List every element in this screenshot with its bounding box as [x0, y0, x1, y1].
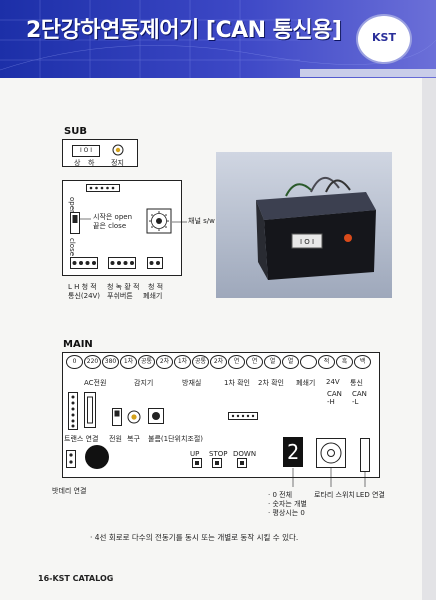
stop-button[interactable] — [212, 458, 222, 468]
main-terminal: 220 — [84, 355, 101, 369]
dip-switch-icon — [70, 212, 80, 234]
main-terminal: 2차 — [210, 355, 227, 369]
battery-buzzer-disc — [85, 445, 109, 469]
header-subline — [300, 69, 436, 77]
open-pointer-line — [80, 218, 91, 220]
open-note-1: 시작은 open — [93, 213, 133, 221]
main-terminal: 2차 — [156, 355, 173, 369]
buzzer-label: 불름(1단위치조절) — [148, 435, 203, 443]
svg-text:I O I: I O I — [300, 238, 314, 246]
main-terminal: 380 — [102, 355, 119, 369]
up-button[interactable] — [192, 458, 202, 468]
seg-pointer-line — [292, 468, 294, 487]
main-terminal: 연 — [228, 355, 245, 369]
sub-terminal-pushbutton — [108, 257, 136, 269]
can-h-label: CAN -H — [327, 390, 342, 406]
led-connector — [360, 438, 370, 472]
term-right-letters: 청 적 — [148, 283, 164, 291]
group-ac-power: AC전원 — [84, 379, 107, 387]
channel-pointer-line — [172, 221, 187, 223]
trans-connector — [68, 392, 78, 430]
sub-terminal-closer — [147, 257, 163, 269]
main-terminal: 1차 — [120, 355, 137, 369]
kst-logo-text: KST — [372, 31, 396, 44]
sub-terminal-comm — [70, 257, 98, 269]
main-terminal: 열 — [264, 355, 281, 369]
down-label: DOWN — [233, 450, 257, 458]
down-button[interactable] — [237, 458, 247, 468]
main-terminal: 연 — [246, 355, 263, 369]
led-label: LED 연결 — [356, 491, 385, 499]
page-header: 2단강하연동제어기 [CAN 통신용] KST — [0, 0, 436, 78]
main-terminal: 0 — [66, 355, 83, 369]
channel-rotary-switch-icon — [146, 208, 172, 234]
stop-button-label: STOP — [209, 450, 228, 458]
group-confirm-2: 2차 확인 — [258, 379, 284, 387]
main-pin-header — [228, 412, 258, 420]
sub-section-title: SUB — [64, 126, 87, 137]
term-left-caption: 통신(24V) — [68, 292, 101, 300]
note-individual: · 숫자는 개별 — [268, 500, 307, 508]
main-terminal: 열 — [282, 355, 299, 369]
power-switch-icon — [112, 408, 122, 426]
note-normal: · 평상시는 0 — [268, 509, 305, 517]
rotary-pointer-line — [330, 468, 332, 487]
main-terminal: 적 — [318, 355, 335, 369]
footnote: · 4선 회로로 다수의 전동기를 동시 또는 개별로 동작 시킬 수 있다. — [90, 533, 299, 542]
switch-label-up: 상 — [74, 159, 81, 167]
buzzer-icon — [148, 408, 164, 424]
main-section-title: MAIN — [63, 339, 93, 350]
updown-switch: I O I — [72, 145, 100, 157]
main-terminal: 공통 — [138, 355, 155, 369]
power-label: 전원 — [109, 435, 122, 443]
stop-label: 정지 — [111, 159, 124, 167]
open-note-2: 끝은 close — [93, 222, 127, 230]
led-pointer-line — [364, 472, 366, 487]
battery-label: 밧데리 연결 — [52, 487, 87, 495]
kst-logo: KST — [356, 14, 412, 64]
switch-label-down: 하 — [88, 159, 95, 167]
rotary-switch-icon — [316, 438, 346, 468]
stop-lamp-icon — [112, 144, 124, 156]
group-comm: 통신 — [350, 379, 363, 387]
product-photo: I O I — [216, 152, 392, 298]
seven-segment-display: 2 — [283, 437, 303, 467]
group-closer: 폐쇄기 — [296, 379, 316, 387]
channel-label: 채널 s/w — [188, 217, 215, 225]
main-terminal: 1차 — [174, 355, 191, 369]
group-detector: 감지기 — [134, 379, 154, 387]
group-disaster-room: 방재실 — [182, 379, 202, 387]
up-label: UP — [190, 450, 200, 458]
term-mid-caption: 푸쉬버튼 — [107, 292, 133, 300]
main-terminal: 백 — [354, 355, 371, 369]
page-title: 2단강하연동제어기 [CAN 통신용] — [26, 18, 342, 43]
page-footer: 16-KST CATALOG — [38, 574, 114, 583]
reset-label: 복구 — [127, 435, 140, 443]
term-right-caption: 폐쇄기 — [143, 292, 163, 300]
page-edge — [422, 0, 436, 600]
trans-label: 트랜스 연결 — [64, 435, 99, 443]
can-l-label: CAN -L — [352, 390, 367, 406]
group-24v: 24V — [326, 378, 340, 386]
note-all: · 0 전체 — [268, 491, 293, 499]
main-terminal: 흑 — [336, 355, 353, 369]
sub-connector — [86, 184, 120, 192]
fuse-holder-icon — [84, 392, 96, 428]
term-mid-letters: 청 녹 황 적 — [107, 283, 140, 291]
main-terminal — [300, 355, 317, 369]
term-left-letters: L H 청 적 — [68, 283, 97, 291]
main-terminal: 공통 — [192, 355, 209, 369]
reset-lamp-icon — [127, 410, 141, 424]
battery-connector — [66, 450, 76, 468]
rotary-label: 로타리 스위치 — [314, 491, 355, 499]
close-label: close — [68, 238, 76, 257]
group-confirm-1: 1차 확인 — [224, 379, 250, 387]
